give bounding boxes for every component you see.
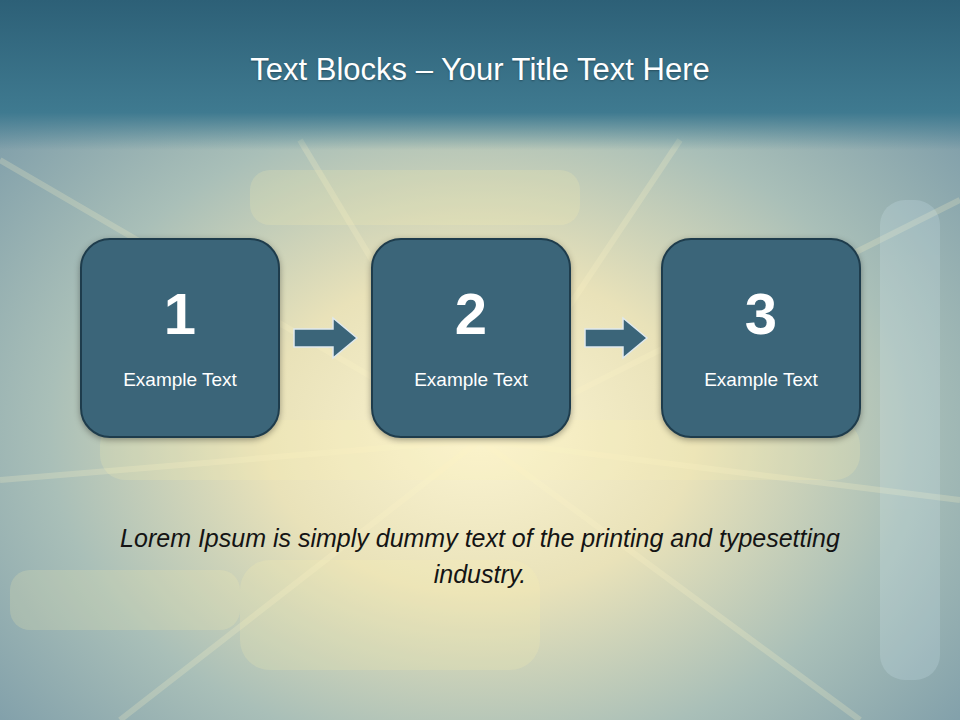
step-number: 1 <box>164 285 196 343</box>
flow-arrow <box>585 318 647 358</box>
step-box: 1Example Text <box>80 238 280 438</box>
step-text: Example Text <box>113 369 247 392</box>
step-box: 2Example Text <box>371 238 571 438</box>
light-rays <box>0 140 960 720</box>
flow-arrow <box>294 318 357 358</box>
step-text: Example Text <box>694 369 828 392</box>
step-text: Example Text <box>404 369 538 392</box>
slide-caption: Lorem Ipsum is simply dummy text of the … <box>80 520 880 593</box>
title-band <box>0 0 960 150</box>
step-box: 3Example Text <box>661 238 861 438</box>
blurred-word-shapes <box>10 170 940 680</box>
step-number: 2 <box>455 285 487 343</box>
slide-title: Text Blocks – Your Title Text Here <box>0 52 960 88</box>
step-number: 3 <box>745 285 777 343</box>
